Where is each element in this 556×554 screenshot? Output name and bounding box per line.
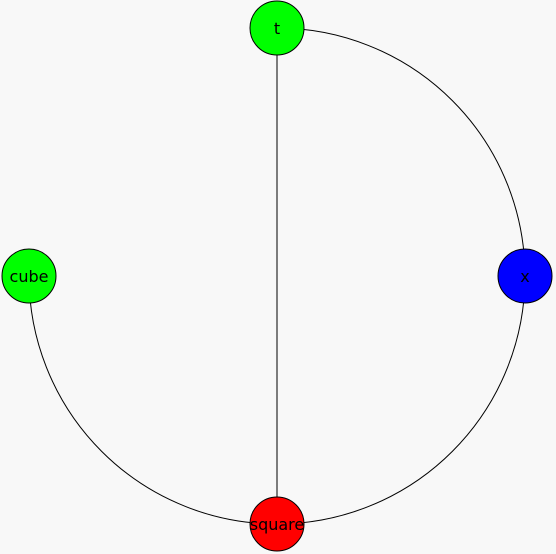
node-cube-circle [1,248,57,304]
node-x[interactable]: x [497,248,553,304]
node-x-circle [497,248,553,304]
edge-cube-square [28,275,278,525]
node-cube[interactable]: cube [1,248,57,304]
node-t-label: t [274,19,280,38]
node-t-circle [249,0,305,56]
edge-t-x [276,27,526,277]
node-square[interactable]: square [249,496,305,552]
node-square-circle [249,496,305,552]
edges-layer [28,27,526,525]
node-t[interactable]: t [249,0,305,56]
node-square-label: square [250,515,305,534]
node-cube-label: cube [10,267,49,286]
node-x-label: x [520,267,529,286]
edge-x-square [276,275,526,525]
